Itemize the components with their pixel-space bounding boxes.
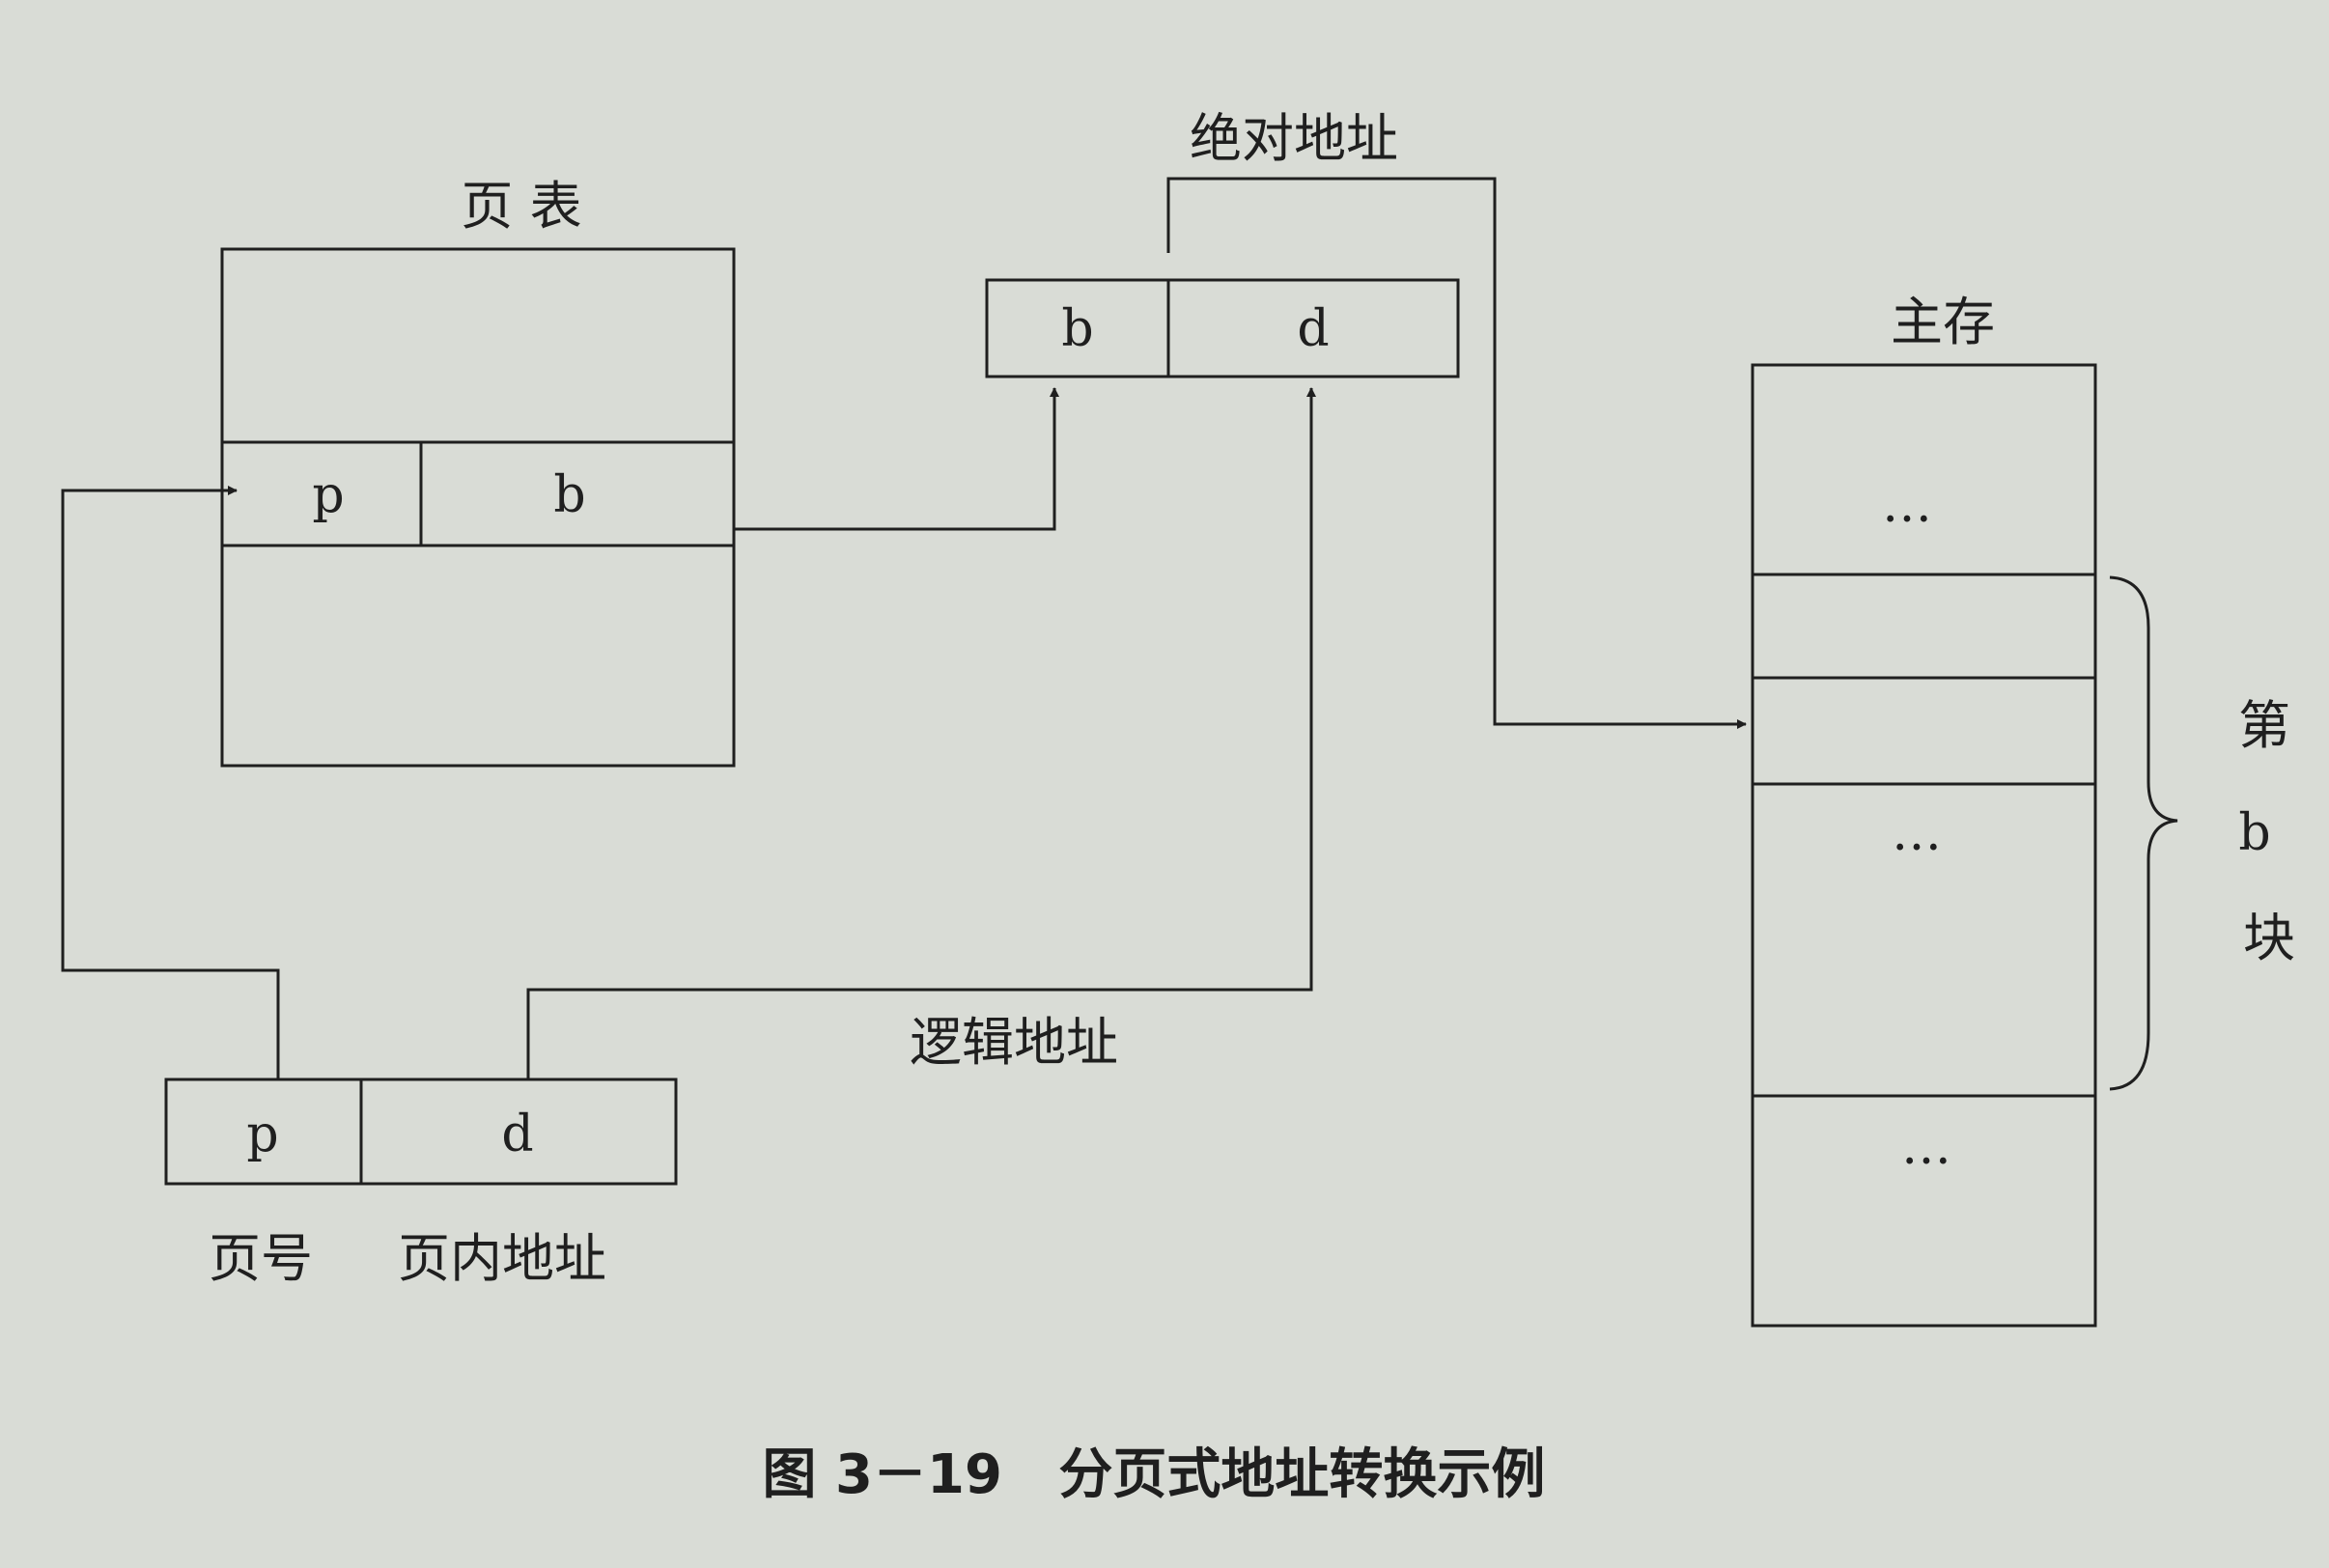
absolute-address-label: 绝对地址 [1190,108,1398,169]
block-label-char-1: 第 [2238,695,2290,756]
page-number-caption: 页号 [209,1228,313,1289]
memory-ellipsis-top: … [1882,476,1932,534]
page-table-entry-p: p [312,466,344,524]
absolute-address-field-b: b [1061,300,1093,358]
main-memory-title: 主存 [1891,292,1995,352]
logical-address-label: 逻辑地址 [910,1012,1118,1073]
main-memory-box [1751,363,2097,1328]
logical-address-field-d: d [501,1106,533,1163]
absolute-address-box [985,278,1460,378]
memory-ellipsis-middle: … [1892,804,1942,862]
page-table-entry-b: b [553,466,585,524]
page-table-box [220,247,736,768]
figure-caption: 图 3－19 分页式地址转换示例 [763,1443,1546,1506]
arrow-offset-to-absolute [526,387,1316,1079]
block-label-char-2: b [2238,804,2270,862]
arrow-block-number-to-absolute [734,387,1059,531]
logical-address-field-p: p [246,1106,278,1163]
page-offset-caption: 页内地址 [398,1228,606,1289]
absolute-address-field-d: d [1297,300,1329,358]
block-label-char-3: 块 [2243,908,2295,968]
logical-address-box [164,1078,678,1186]
arrow-absolute-to-memory [1166,177,1747,729]
arrow-page-number-to-table [61,486,280,1079]
page-table-title: 页 表 [461,176,581,237]
memory-ellipsis-bottom: … [1901,1118,1951,1176]
block-brace [2109,575,2178,1091]
